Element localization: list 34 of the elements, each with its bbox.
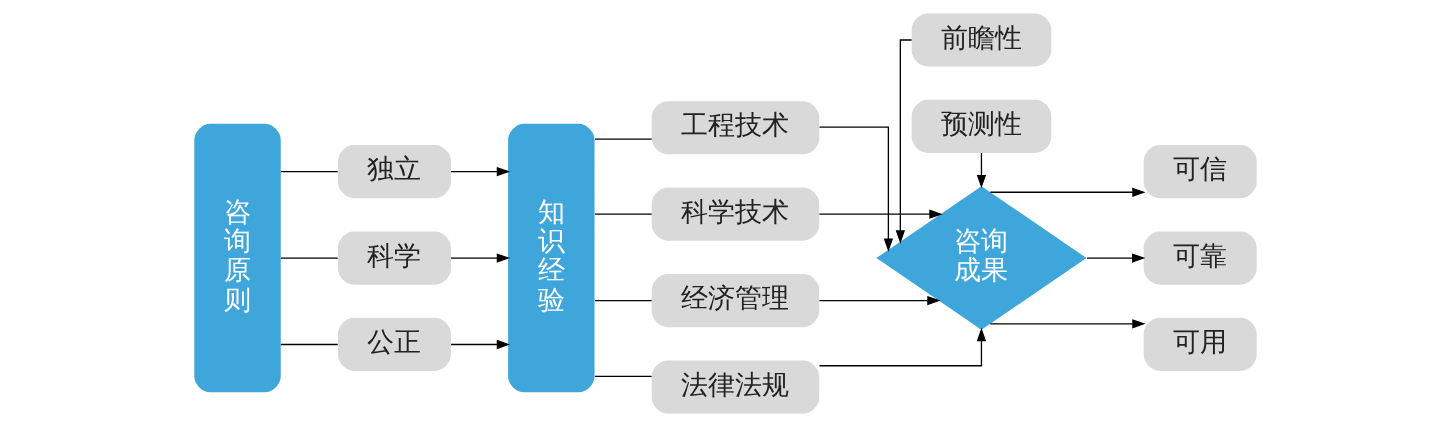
node-box: 咨询原则: [194, 123, 281, 393]
node-box: 科学: [337, 231, 451, 285]
arrow: [818, 295, 941, 306]
arrow: [976, 152, 987, 189]
arrow: [450, 339, 511, 350]
connector: [594, 375, 653, 378]
connector: [280, 343, 339, 346]
node-box: 可信: [1143, 145, 1257, 199]
node-box: 可靠: [1143, 231, 1257, 285]
connector: [594, 213, 653, 215]
arrow: [818, 327, 987, 367]
node-box: 知识经验: [508, 123, 595, 393]
arrow: [989, 187, 1146, 197]
arrow: [450, 166, 511, 177]
node-box: 前瞻性: [911, 13, 1052, 67]
connector: [280, 257, 339, 259]
node-box: 工程技术: [651, 101, 820, 155]
node-box: 公正: [337, 317, 451, 372]
arrow: [989, 319, 1146, 329]
arrow: [1086, 253, 1146, 263]
node-diamond: 咨询成果: [876, 186, 1087, 330]
connector: [594, 138, 653, 140]
node-box: 科学技术: [651, 187, 820, 241]
connector: [594, 299, 653, 302]
node-box: 可用: [1143, 317, 1257, 372]
arrow: [818, 209, 943, 219]
node-box: 法律法规: [651, 360, 820, 414]
arrow: [818, 126, 894, 252]
connector: [280, 170, 339, 173]
arrow: [450, 253, 511, 263]
node-box: 预测性: [911, 99, 1052, 153]
node-box: 独立: [337, 145, 451, 199]
arrow: [895, 39, 913, 244]
node-box: 经济管理: [651, 274, 820, 328]
